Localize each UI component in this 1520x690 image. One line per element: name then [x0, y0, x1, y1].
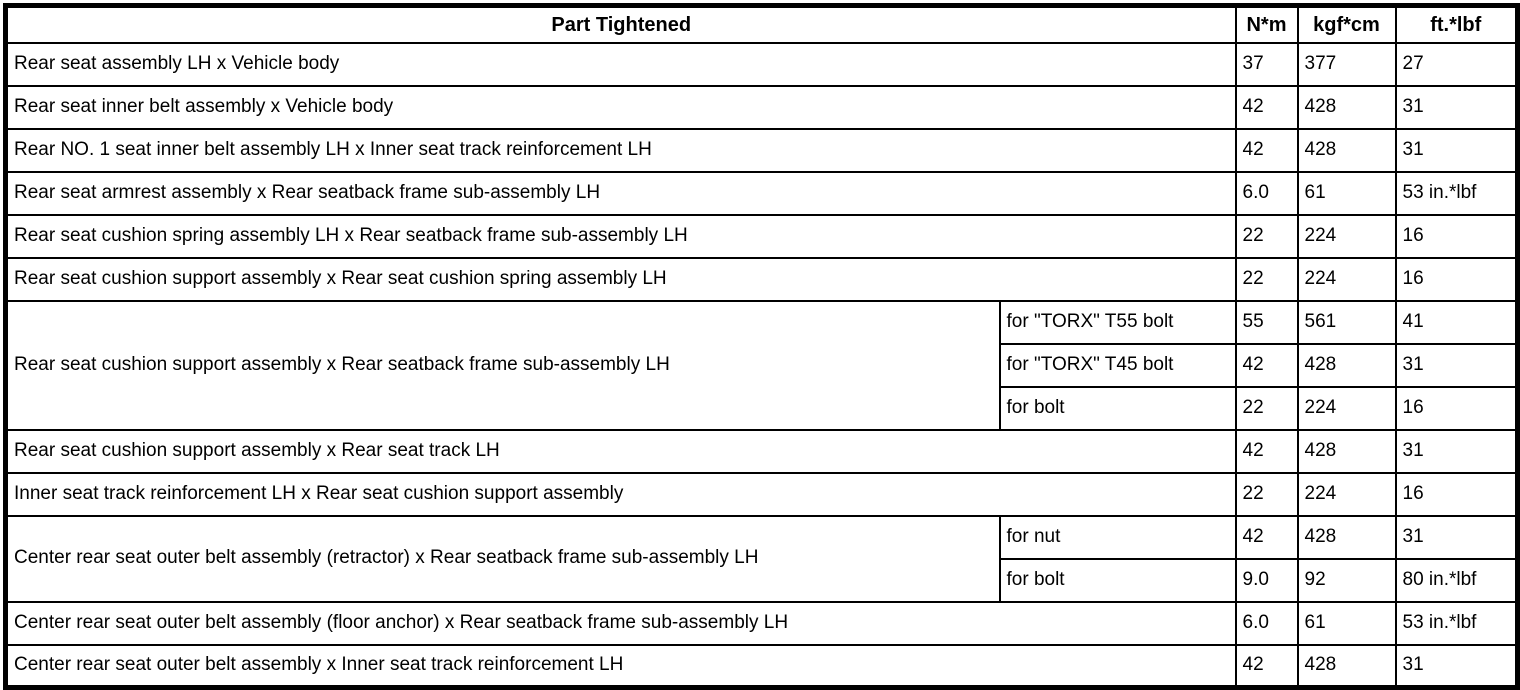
nm-cell: 55 [1234, 299, 1299, 345]
kgfcm-cell: 224 [1296, 256, 1397, 302]
part-cell: Rear seat inner belt assembly x Vehicle … [4, 84, 1237, 130]
ftlbf-cell: 16 [1394, 213, 1519, 259]
part-cell: Rear seat cushion support assembly x Rea… [4, 256, 1237, 302]
table-row: Inner seat track reinforcement LH x Rear… [4, 471, 1519, 517]
kgfcm-cell: 428 [1296, 514, 1397, 560]
table-row: Rear NO. 1 seat inner belt assembly LH x… [4, 127, 1519, 173]
table-row: Rear seat cushion support assembly x Rea… [4, 299, 1519, 431]
part-cell: Rear seat armrest assembly x Rear seatba… [4, 170, 1237, 216]
kgfcm-cell: 428 [1296, 84, 1397, 130]
kgfcm-cell: 224 [1296, 385, 1397, 431]
ftlbf-cell: 16 [1394, 471, 1519, 517]
table-row: Center rear seat outer belt assembly (fl… [4, 600, 1519, 646]
part-cell: Center rear seat outer belt assembly (re… [4, 514, 1001, 603]
ftlbf-cell: 16 [1394, 256, 1519, 302]
part-cell: Rear NO. 1 seat inner belt assembly LH x… [4, 127, 1237, 173]
kgfcm-cell: 561 [1296, 299, 1397, 345]
table-row: Rear seat cushion support assembly x Rea… [4, 256, 1519, 302]
sub-condition-cell: for bolt [998, 557, 1237, 603]
nm-cell: 22 [1234, 385, 1299, 431]
nm-cell: 22 [1234, 471, 1299, 517]
column-header-kgfcm: kgf*cm [1296, 4, 1397, 44]
table-row: Center rear seat outer belt assembly x I… [4, 643, 1519, 689]
sub-condition-cell: for nut [998, 514, 1237, 560]
nm-cell: 9.0 [1234, 557, 1299, 603]
nm-cell: 6.0 [1234, 600, 1299, 646]
kgfcm-cell: 428 [1296, 643, 1397, 689]
ftlbf-cell: 31 [1394, 428, 1519, 474]
kgfcm-cell: 428 [1296, 428, 1397, 474]
nm-cell: 42 [1234, 514, 1299, 560]
sub-condition-cell: for "TORX" T45 bolt [998, 342, 1237, 388]
kgfcm-cell: 224 [1296, 213, 1397, 259]
table-row: Center rear seat outer belt assembly (re… [4, 514, 1519, 603]
table-row: Rear seat cushion support assembly x Rea… [4, 428, 1519, 474]
nm-cell: 22 [1234, 213, 1299, 259]
ftlbf-cell: 53 in.*lbf [1394, 170, 1519, 216]
part-cell: Rear seat assembly LH x Vehicle body [4, 41, 1237, 87]
ftlbf-cell: 31 [1394, 514, 1519, 560]
nm-cell: 42 [1234, 127, 1299, 173]
part-cell: Rear seat cushion support assembly x Rea… [4, 299, 1001, 431]
column-header-ftlbf: ft.*lbf [1394, 4, 1519, 44]
kgfcm-cell: 428 [1296, 127, 1397, 173]
ftlbf-cell: 41 [1394, 299, 1519, 345]
ftlbf-cell: 31 [1394, 84, 1519, 130]
part-cell: Rear seat cushion support assembly x Rea… [4, 428, 1237, 474]
part-cell: Center rear seat outer belt assembly (fl… [4, 600, 1237, 646]
kgfcm-cell: 92 [1296, 557, 1397, 603]
table-row: for bolt 22 224 16 [6, 385, 1519, 431]
part-cell: Inner seat track reinforcement LH x Rear… [4, 471, 1237, 517]
part-cell: Rear seat cushion spring assembly LH x R… [4, 213, 1237, 259]
ftlbf-cell: 31 [1394, 127, 1519, 173]
sub-condition-cell: for "TORX" T55 bolt [998, 299, 1237, 345]
sub-condition-cell: for bolt [998, 385, 1237, 431]
table-row: for bolt 9.0 92 80 in.*lbf [6, 557, 1519, 603]
ftlbf-cell: 31 [1394, 643, 1519, 689]
table-row: for "TORX" T45 bolt 42 428 31 [6, 342, 1519, 388]
column-header-part-tightened: Part Tightened [4, 4, 1237, 44]
kgfcm-cell: 61 [1296, 600, 1397, 646]
ftlbf-cell: 80 in.*lbf [1394, 557, 1519, 603]
table-row: Rear seat assembly LH x Vehicle body 37 … [4, 41, 1519, 87]
nm-cell: 37 [1234, 41, 1299, 87]
nm-cell: 42 [1234, 84, 1299, 130]
column-header-nm: N*m [1234, 4, 1299, 44]
nm-cell: 42 [1234, 428, 1299, 474]
kgfcm-cell: 377 [1296, 41, 1397, 87]
torque-spec-table: Part Tightened N*m kgf*cm ft.*lbf Rear s… [3, 3, 1520, 690]
table-row: Rear seat armrest assembly x Rear seatba… [4, 170, 1519, 216]
nm-cell: 6.0 [1234, 170, 1299, 216]
ftlbf-cell: 16 [1394, 385, 1519, 431]
table-row: Rear seat cushion spring assembly LH x R… [4, 213, 1519, 259]
kgfcm-cell: 224 [1296, 471, 1397, 517]
nm-cell: 42 [1234, 342, 1299, 388]
ftlbf-cell: 53 in.*lbf [1394, 600, 1519, 646]
kgfcm-cell: 428 [1296, 342, 1397, 388]
table-row: Rear seat inner belt assembly x Vehicle … [4, 84, 1519, 130]
ftlbf-cell: 31 [1394, 342, 1519, 388]
nm-cell: 22 [1234, 256, 1299, 302]
nm-cell: 42 [1234, 643, 1299, 689]
table-header-row: Part Tightened N*m kgf*cm ft.*lbf [4, 4, 1519, 44]
kgfcm-cell: 61 [1296, 170, 1397, 216]
ftlbf-cell: 27 [1394, 41, 1519, 87]
part-cell: Center rear seat outer belt assembly x I… [4, 643, 1237, 689]
